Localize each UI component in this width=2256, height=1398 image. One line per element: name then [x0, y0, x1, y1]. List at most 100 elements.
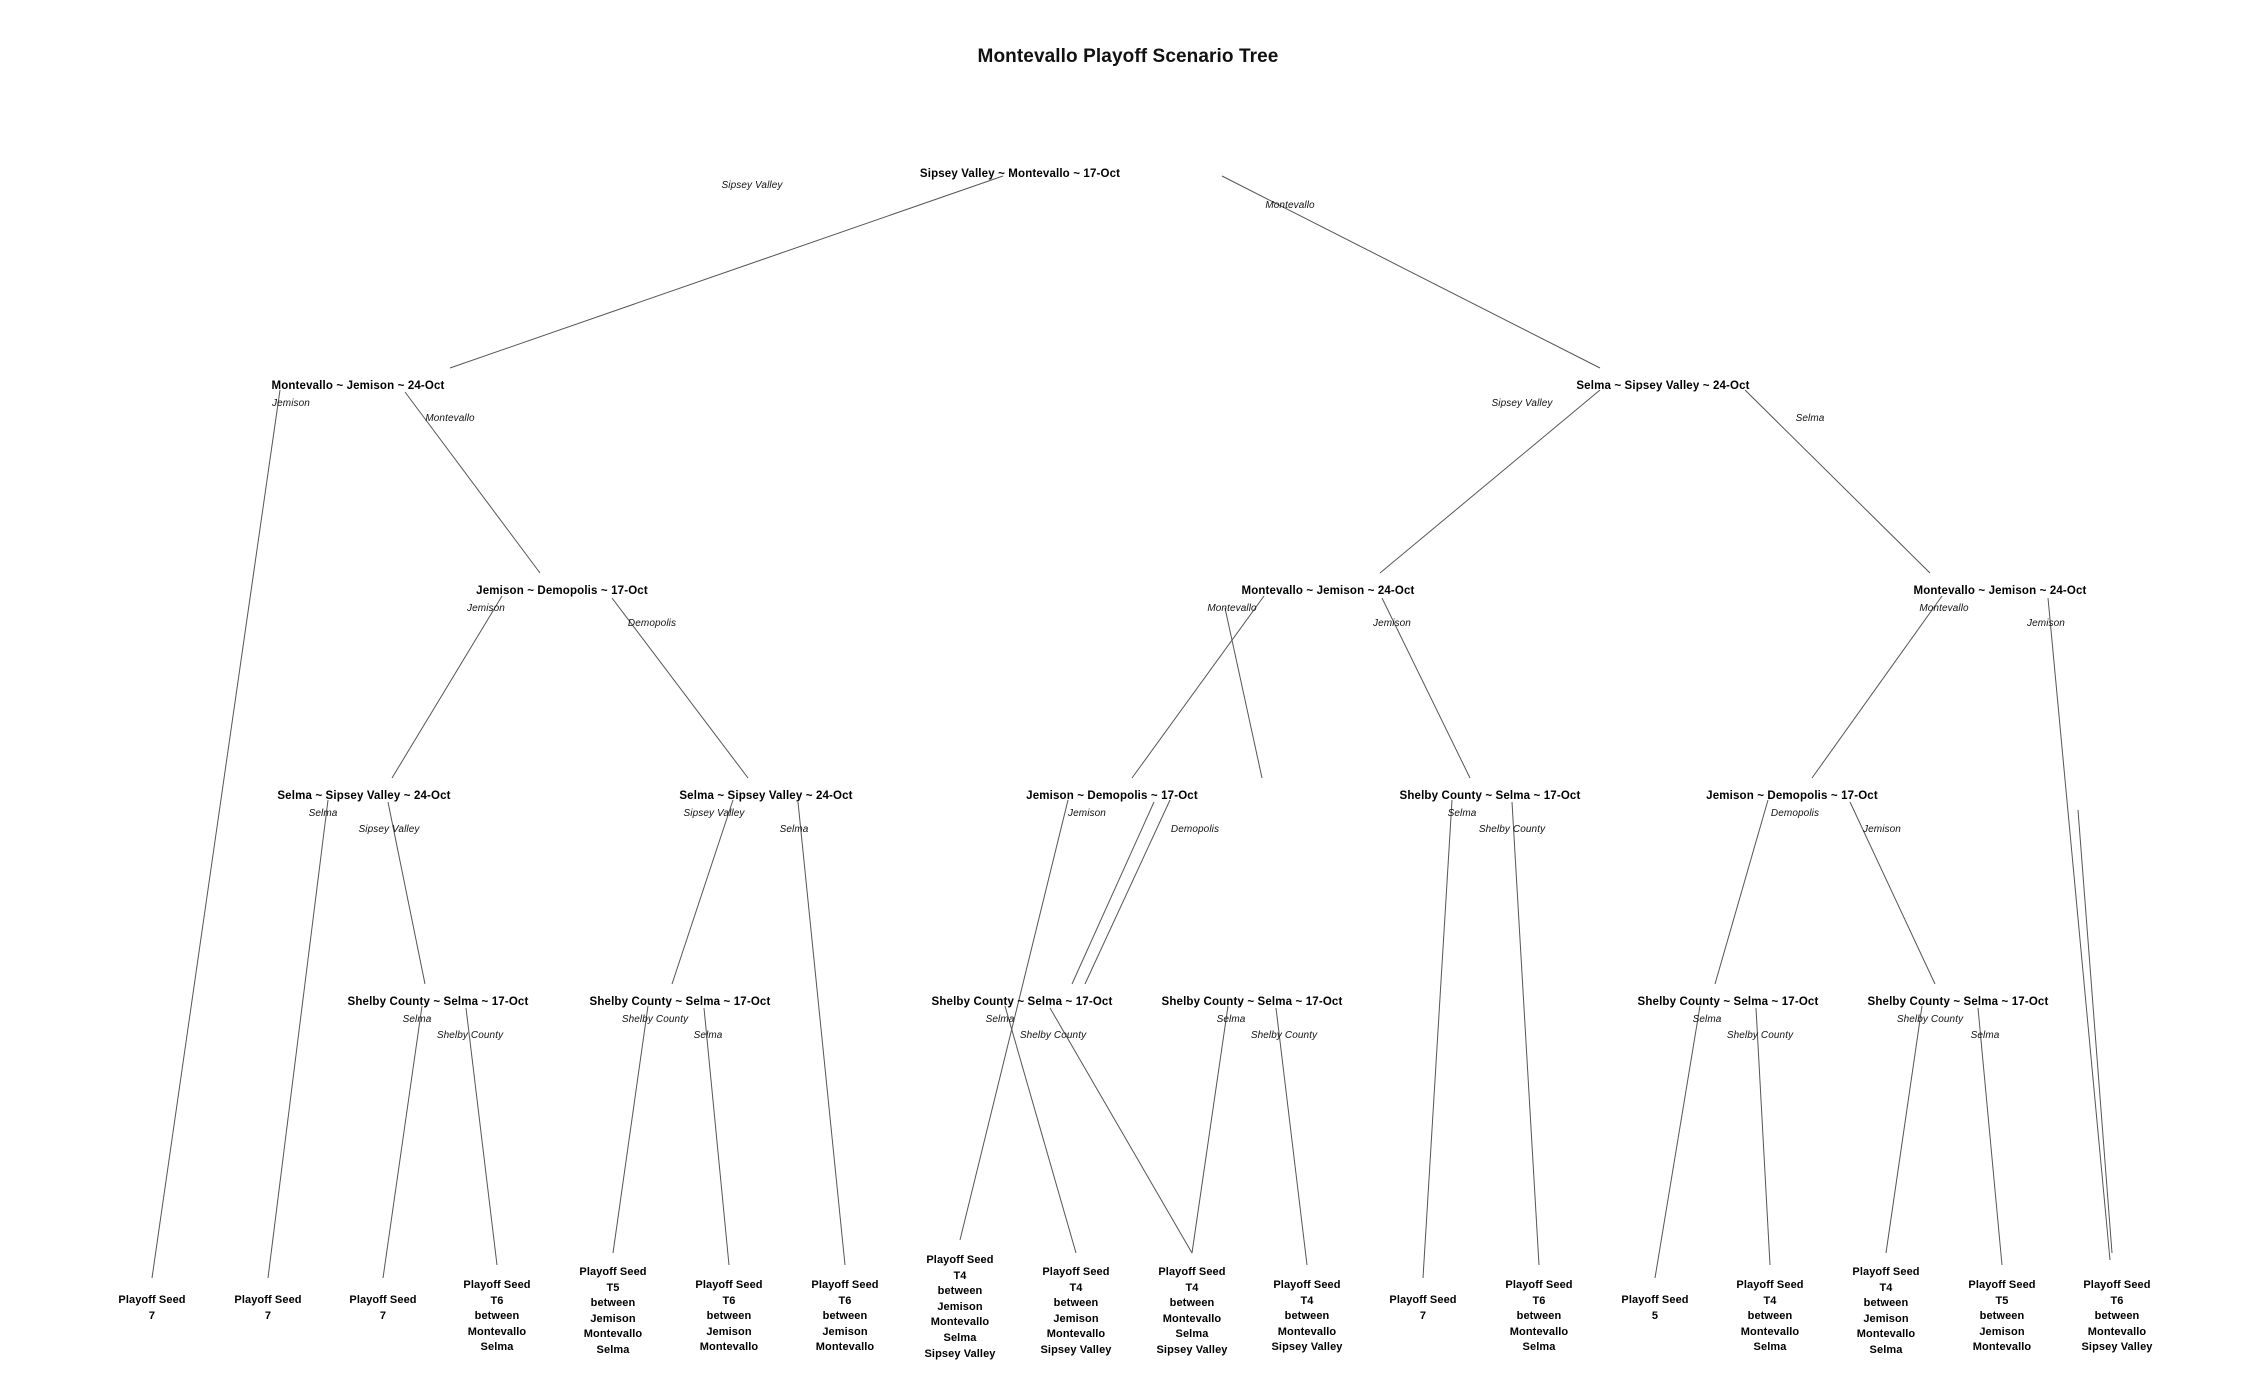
- tree-edge-label: Shelby County: [621, 1014, 689, 1025]
- tree-leaf-L16: Playoff Seed T4 between Jemison Monteval…: [1852, 1266, 1920, 1357]
- tree-leaf-L10: Playoff Seed T4 between Montevallo Selma…: [1156, 1266, 1228, 1357]
- tree-edge-label: Jemison: [2027, 618, 2065, 629]
- tree-edge-label: Jemison: [1863, 824, 1901, 835]
- tree-edge-line: [1004, 1005, 1077, 1254]
- tree-edge-label: Shelby County: [436, 1030, 504, 1041]
- tree-edge-line: [1275, 1007, 1308, 1266]
- tree-edge-line: [1379, 389, 1601, 574]
- tree-edge-line: [404, 391, 541, 574]
- tree-leaf-L18: Playoff Seed T6 between Montevallo Sipse…: [2081, 1279, 2153, 1354]
- tree-edge-line: [1422, 799, 1453, 1279]
- tree-edge-label: Montevallo: [1207, 603, 1257, 614]
- tree-edge-line: [2047, 597, 2111, 1261]
- tree-edge-label: Shelby County: [1726, 1030, 1794, 1041]
- tree-edge-line: [2077, 809, 2113, 1254]
- tree-leaf-L4: Playoff Seed T6 between Montevallo Selma: [463, 1279, 531, 1354]
- tree-edge-line: [267, 799, 329, 1279]
- tree-node-n5: Montevallo ~ Jemison ~ 24-Oct: [1913, 585, 2087, 597]
- tree-edge-label: Selma: [308, 808, 338, 819]
- tree-edge-line: [1071, 801, 1155, 985]
- tree-edge-label: Selma: [693, 1030, 723, 1041]
- tree-leaf-L17: Playoff Seed T5 between Jemison Monteval…: [1968, 1279, 2036, 1354]
- tree-edge-label: Selma: [1692, 1014, 1722, 1025]
- tree-leaf-L9: Playoff Seed T4 between Jemison Monteval…: [1040, 1266, 1112, 1357]
- tree-node-n9: Shelby County ~ Selma ~ 17-Oct: [1399, 790, 1581, 802]
- tree-edge-line: [1714, 799, 1769, 985]
- tree-node-n0: Sipsey Valley ~ Montevallo ~ 17-Oct: [919, 168, 1121, 180]
- tree-edge-line: [703, 1007, 730, 1266]
- tree-edge-line: [1221, 175, 1601, 369]
- tree-edge-line: [1654, 1005, 1701, 1279]
- tree-edge-line: [1977, 1007, 2003, 1266]
- tree-leaf-L5: Playoff Seed T5 between Jemison Monteval…: [579, 1266, 647, 1357]
- tree-leaf-L3: Playoff Seed 7: [349, 1294, 417, 1322]
- tree-edge-label: Montevallo: [425, 413, 475, 424]
- tree-edge-label: Jemison: [1068, 808, 1106, 819]
- tree-edge-label: Shelby County: [1896, 1014, 1964, 1025]
- tree-leaf-L2: Playoff Seed 7: [234, 1294, 302, 1322]
- tree-edge-line: [1744, 389, 1931, 574]
- tree-edge-line: [797, 801, 846, 1266]
- tree-leaf-L15: Playoff Seed T4 between Montevallo Selma: [1736, 1279, 1804, 1354]
- tree-edge-line: [959, 799, 1069, 1241]
- tree-leaf-L13: Playoff Seed T6 between Montevallo Selma: [1505, 1279, 1573, 1354]
- tree-node-n16: Shelby County ~ Selma ~ 17-Oct: [1867, 996, 2049, 1008]
- tree-edge-line: [612, 1005, 649, 1254]
- tree-edge-label: Montevallo: [1919, 603, 1969, 614]
- tree-edge-label: Sipsey Valley: [683, 808, 745, 819]
- tree-leaf-L7: Playoff Seed T6 between Jemison Monteval…: [811, 1279, 879, 1354]
- tree-edge-label: Demopolis: [627, 618, 677, 629]
- tree-node-n8: Jemison ~ Demopolis ~ 17-Oct: [1026, 790, 1198, 802]
- tree-edge-line: [1885, 1005, 1923, 1254]
- tree-leaf-L1: Playoff Seed 7: [118, 1294, 186, 1322]
- tree-edge-label: Shelby County: [1478, 824, 1546, 835]
- tree-node-n4: Montevallo ~ Jemison ~ 24-Oct: [1241, 585, 1415, 597]
- tree-node-n10: Jemison ~ Demopolis ~ 17-Oct: [1706, 790, 1878, 802]
- tree-edge-line: [611, 597, 749, 779]
- tree-edge-line: [382, 1005, 423, 1279]
- tree-node-n1: Montevallo ~ Jemison ~ 24-Oct: [271, 380, 445, 392]
- tree-edge-line: [391, 595, 503, 779]
- tree-edge-line: [1811, 595, 1943, 779]
- tree-edge-line: [1381, 597, 1471, 779]
- tree-edge-line: [387, 801, 426, 985]
- tree-edge-label: Shelby County: [1250, 1030, 1318, 1041]
- tree-edge-line: [1131, 595, 1265, 779]
- tree-edge-line: [1849, 801, 1936, 985]
- tree-node-n11: Shelby County ~ Selma ~ 17-Oct: [347, 996, 529, 1008]
- tree-edge-line: [1755, 1007, 1771, 1266]
- tree-edge-label: Selma: [985, 1014, 1015, 1025]
- tree-edge-line: [1049, 1007, 1193, 1254]
- tree-edge-label: Selma: [1216, 1014, 1246, 1025]
- tree-edge-label: Selma: [779, 824, 809, 835]
- tree-edge-label: Sipsey Valley: [721, 180, 783, 191]
- tree-edge-line: [1224, 607, 1263, 779]
- tree-edge-label: Montevallo: [1265, 200, 1315, 211]
- tree-edge-line: [1191, 1005, 1229, 1254]
- tree-edge-label: Demopolis: [1770, 808, 1820, 819]
- tree-edge-label: Selma: [1970, 1030, 2000, 1041]
- tree-node-n2: Selma ~ Sipsey Valley ~ 24-Oct: [1576, 380, 1750, 392]
- tree-edge-line: [1511, 801, 1540, 1266]
- tree-leaf-L11: Playoff Seed T4 between Montevallo Sipse…: [1271, 1279, 1343, 1354]
- tree-leaf-L6: Playoff Seed T6 between Jemison Monteval…: [695, 1279, 763, 1354]
- tree-edge-label: Jemison: [467, 603, 505, 614]
- tree-edge-label: Selma: [1795, 413, 1825, 424]
- tree-edge-label: Selma: [402, 1014, 432, 1025]
- tree-edge-label: Sipsey Valley: [1491, 398, 1553, 409]
- tree-edge-label: Demopolis: [1170, 824, 1220, 835]
- page-title: Montevallo Playoff Scenario Tree: [977, 46, 1279, 67]
- tree-node-n13: Shelby County ~ Selma ~ 17-Oct: [931, 996, 1113, 1008]
- tree-edge-line: [151, 389, 281, 1279]
- tree-edge-line: [465, 1007, 498, 1266]
- tree-edge-line: [1084, 799, 1171, 985]
- tree-edge-label: Jemison: [1373, 618, 1411, 629]
- tree-edge-label: Shelby County: [1019, 1030, 1087, 1041]
- tree-edge-label: Selma: [1447, 808, 1477, 819]
- tree-edge-line: [449, 175, 1004, 369]
- tree-node-n6: Selma ~ Sipsey Valley ~ 24-Oct: [277, 790, 451, 802]
- tree-leaf-L12: Playoff Seed 7: [1389, 1294, 1457, 1322]
- tree-edge-label: Sipsey Valley: [358, 824, 420, 835]
